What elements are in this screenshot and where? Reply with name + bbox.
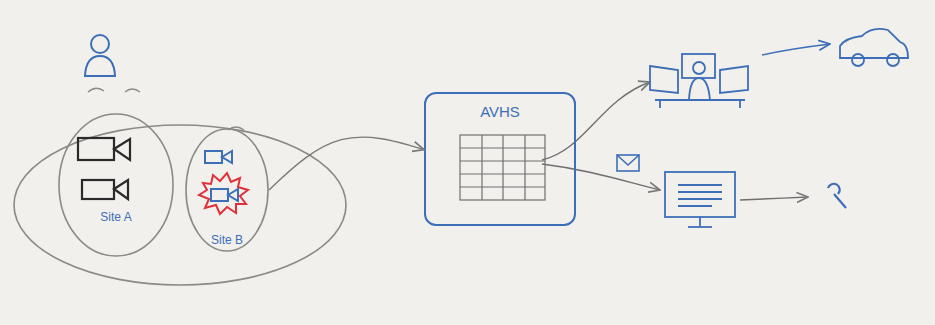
screen-icon: [665, 172, 735, 227]
envelope-icon: [617, 155, 639, 171]
user-head: [91, 35, 109, 53]
camera-icon: [205, 151, 232, 163]
camera-body: [78, 138, 114, 160]
operator-head: [693, 62, 705, 74]
desk: [655, 99, 745, 101]
system-box: AVHS: [424, 92, 576, 226]
flow-arrow: [542, 164, 660, 190]
table-line: [502, 135, 503, 200]
table-line: [524, 135, 525, 200]
sketch-arc: [125, 89, 140, 92]
camera-body: [205, 151, 222, 163]
camera-lens: [114, 180, 128, 199]
monitor: [650, 66, 678, 93]
node-label: Site A: [58, 211, 174, 224]
desk-leg: [739, 100, 741, 108]
car-icon: [840, 29, 908, 66]
ellipse-outline: [58, 113, 174, 257]
data-table: [460, 135, 545, 200]
flow-connector: [269, 137, 424, 190]
monitoring-station: [650, 54, 748, 108]
camera-body: [82, 180, 114, 199]
camera-icon: [82, 180, 128, 199]
camera-lens: [114, 139, 130, 160]
camera-lens: [222, 151, 232, 163]
monitor: [720, 66, 748, 93]
wrench-handle: [834, 194, 846, 208]
screen-line: [678, 191, 722, 193]
envelope-flap: [617, 155, 639, 165]
wrench-head: [828, 184, 840, 194]
car-wheel: [852, 54, 864, 66]
wrench-icon: [828, 184, 846, 208]
node-label: Site B: [185, 234, 269, 247]
envelope-body: [617, 155, 639, 171]
screen-stand: [688, 226, 712, 228]
operator-body: [689, 78, 710, 100]
camera-icon: [78, 138, 130, 160]
car-body: [840, 29, 908, 58]
screen-line: [678, 205, 712, 207]
screen-line: [678, 198, 722, 200]
car-wheel: [887, 54, 899, 66]
user-body: [85, 56, 115, 76]
site-circle: Site B: [185, 128, 269, 252]
sketch-arc: [88, 88, 104, 92]
camera-lens: [228, 189, 238, 201]
flow-arrow: [762, 44, 830, 55]
node-label: AVHS: [426, 104, 574, 121]
table-line: [481, 135, 482, 200]
camera-body: [211, 189, 228, 201]
flow-arrow: [740, 197, 808, 200]
monitor: [682, 54, 715, 78]
table-frame: [460, 135, 545, 200]
site-circle: Site A: [58, 113, 174, 257]
camera-icon: [211, 189, 238, 201]
alert-burst: [199, 173, 248, 214]
screen-stand: [699, 217, 701, 226]
user-icon: [85, 35, 115, 76]
screen-frame: [665, 172, 735, 217]
ellipse-outline: [186, 129, 268, 251]
ellipse-outline: [59, 114, 173, 256]
group-ellipse: [14, 125, 346, 285]
desk-leg: [659, 100, 661, 108]
screen-line: [678, 184, 722, 186]
